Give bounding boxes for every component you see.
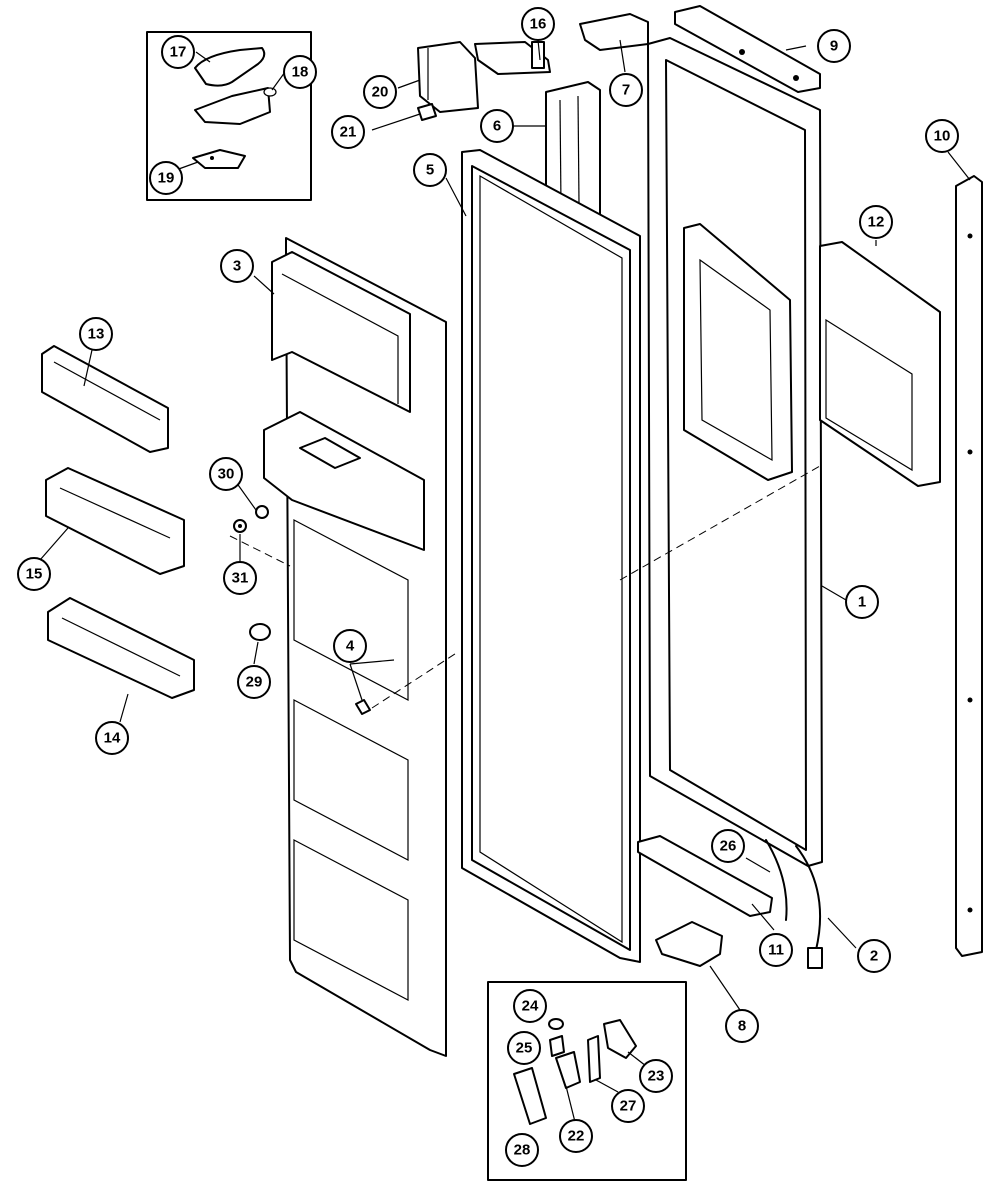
- callout-11: 11: [759, 933, 793, 967]
- fasteners: [233, 505, 371, 715]
- part-7-cap: [579, 13, 649, 51]
- callout-label-27: 27: [620, 1098, 637, 1115]
- inset-box-hinge-cover: [146, 31, 312, 201]
- callout-label-16: 16: [530, 16, 547, 33]
- callout-label-10: 10: [934, 128, 951, 145]
- callout-21: 21: [331, 115, 365, 149]
- callout-15: 15: [17, 557, 51, 591]
- bin-15: [45, 467, 185, 575]
- callout-25: 25: [507, 1031, 541, 1065]
- callout-30: 30: [209, 457, 243, 491]
- callout-7: 7: [609, 73, 643, 107]
- callout-4: 4: [333, 629, 367, 663]
- shelf-13: [41, 345, 169, 453]
- callout-19: 19: [149, 161, 183, 195]
- callout-12: 12: [859, 205, 893, 239]
- callout-label-3: 3: [233, 258, 241, 275]
- part-12-panel: [819, 241, 941, 487]
- part-8-bracket: [655, 921, 723, 967]
- callout-label-1: 1: [858, 594, 866, 611]
- callout-label-20: 20: [372, 84, 389, 101]
- callout-10: 10: [925, 119, 959, 153]
- callout-label-14: 14: [104, 730, 121, 747]
- callout-label-7: 7: [622, 82, 630, 99]
- callout-label-26: 26: [720, 838, 737, 855]
- callout-label-2: 2: [870, 948, 878, 965]
- inset-box-bottom-hinge: [487, 981, 687, 1181]
- callout-6: 6: [480, 109, 514, 143]
- callout-label-25: 25: [516, 1040, 533, 1057]
- callout-9: 9: [817, 29, 851, 63]
- callout-1: 1: [845, 585, 879, 619]
- callout-label-22: 22: [568, 1128, 585, 1145]
- callout-label-19: 19: [158, 170, 175, 187]
- callout-20: 20: [363, 75, 397, 109]
- part-9-top-trim: [674, 5, 821, 93]
- callout-28: 28: [505, 1133, 539, 1167]
- callout-label-13: 13: [88, 326, 105, 343]
- callout-14: 14: [95, 721, 129, 755]
- callout-label-31: 31: [232, 570, 249, 587]
- callout-17: 17: [161, 35, 195, 69]
- shelf-14: [47, 597, 195, 699]
- callout-label-28: 28: [514, 1142, 531, 1159]
- callout-label-29: 29: [246, 674, 263, 691]
- part-10-side-trim: [955, 175, 983, 957]
- part-11-bottom-trim: [637, 835, 773, 917]
- callout-label-21: 21: [340, 124, 357, 141]
- part-1-outer-door-frame: [647, 37, 823, 867]
- assembly-lines: [229, 465, 821, 709]
- callout-16: 16: [521, 7, 555, 41]
- callout-label-17: 17: [170, 44, 187, 61]
- callout-label-12: 12: [868, 214, 885, 231]
- callout-31: 31: [223, 561, 257, 595]
- callout-2: 2: [857, 939, 891, 973]
- callout-22: 22: [559, 1119, 593, 1153]
- top-hinge-parts: [371, 41, 551, 131]
- callout-label-6: 6: [493, 118, 501, 135]
- callout-label-9: 9: [830, 38, 838, 55]
- callout-label-4: 4: [346, 638, 355, 655]
- callout-3: 3: [220, 249, 254, 283]
- callout-18: 18: [283, 55, 317, 89]
- callout-label-8: 8: [738, 1018, 746, 1035]
- callout-label-24: 24: [522, 998, 539, 1015]
- callout-13: 13: [79, 317, 113, 351]
- callout-label-30: 30: [218, 466, 235, 483]
- part-2-wire-harness: [765, 839, 823, 969]
- part-5-door-gasket: [461, 149, 641, 963]
- callout-label-5: 5: [426, 162, 434, 179]
- callout-27: 27: [611, 1089, 645, 1123]
- callout-label-18: 18: [292, 64, 309, 81]
- callout-5: 5: [413, 153, 447, 187]
- callout-8: 8: [725, 1009, 759, 1043]
- callout-26: 26: [711, 829, 745, 863]
- callout-23: 23: [639, 1059, 673, 1093]
- callout-label-11: 11: [768, 942, 784, 959]
- callout-29: 29: [237, 665, 271, 699]
- callout-label-15: 15: [26, 566, 43, 583]
- callout-24: 24: [513, 989, 547, 1023]
- leader-lines: [39, 39, 971, 1127]
- callout-label-23: 23: [648, 1068, 665, 1085]
